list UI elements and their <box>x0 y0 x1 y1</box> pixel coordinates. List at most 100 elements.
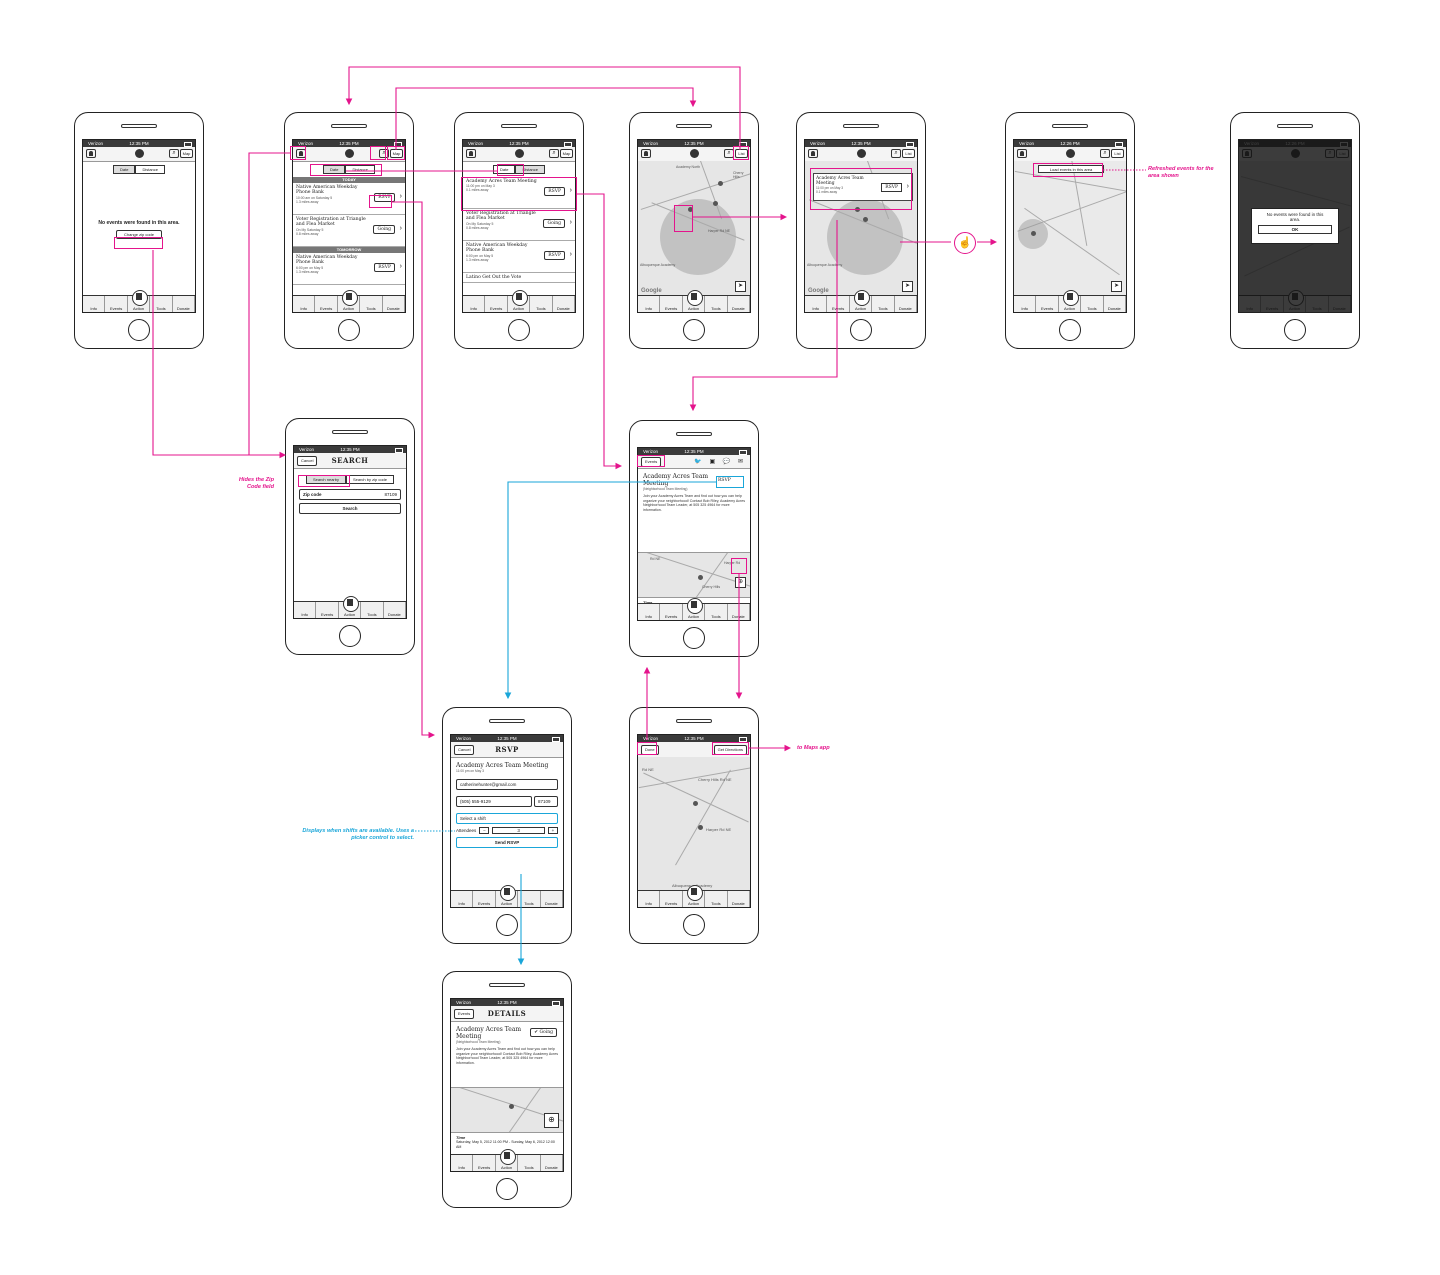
map-pin[interactable] <box>718 181 723 186</box>
tab-action[interactable]: Action <box>496 885 519 907</box>
tab-info[interactable]: Info <box>463 296 486 312</box>
map[interactable]: Albuquerque Academy Academy Acres Team M… <box>805 161 917 296</box>
going-button[interactable]: ✔ Going <box>530 1028 557 1037</box>
list-item[interactable]: Voter Registration at Triangle and Flea … <box>463 209 575 241</box>
tab-events[interactable]: Events <box>485 296 508 312</box>
map-pin[interactable] <box>698 575 703 580</box>
tab-tools[interactable]: Tools <box>705 296 728 312</box>
tab-tools[interactable]: Tools <box>518 1155 541 1171</box>
tab-action[interactable]: Action <box>338 290 361 312</box>
tab-action[interactable]: Action <box>1059 290 1082 312</box>
tab-action[interactable]: Action <box>850 290 873 312</box>
tab-donate[interactable]: Donate <box>728 891 750 907</box>
zip-field[interactable]: 87109 <box>534 796 558 807</box>
map-pin[interactable] <box>688 207 693 212</box>
search-icon[interactable]: ⌕ <box>379 149 389 158</box>
event-callout[interactable]: Academy Acres Team Meeting 11:00 pm on M… <box>813 173 913 201</box>
decrement-button[interactable]: − <box>479 827 490 834</box>
map-pin[interactable] <box>693 801 698 806</box>
rsvp-button[interactable]: RSVP <box>374 193 395 202</box>
tab-info[interactable]: Info <box>294 602 317 618</box>
search-nearby-tab[interactable]: Search nearby <box>305 475 346 484</box>
map[interactable]: Academy North Cherry Hills Harper Rd NE … <box>638 161 750 296</box>
tab-events[interactable]: Events <box>660 891 683 907</box>
tab-tools[interactable]: Tools <box>360 296 383 312</box>
tab-distance[interactable]: Distance <box>345 165 375 174</box>
ok-button[interactable]: OK <box>1258 225 1332 234</box>
tab-donate[interactable]: Donate <box>541 1155 563 1171</box>
going-button[interactable]: Going <box>373 225 395 234</box>
tab-donate[interactable]: Donate <box>553 296 575 312</box>
tab-tools[interactable]: Tools <box>518 891 541 907</box>
map-button[interactable]: Map <box>180 149 193 158</box>
tab-donate[interactable]: Donate <box>384 602 406 618</box>
map-button[interactable]: Map <box>560 149 573 158</box>
search-icon[interactable]: ⌕ <box>1100 149 1110 158</box>
list-button[interactable]: List <box>902 149 915 158</box>
map-pin[interactable] <box>509 1104 514 1109</box>
tab-tools[interactable]: Tools <box>1081 296 1104 312</box>
tab-donate[interactable]: Donate <box>728 604 750 620</box>
profile-icon[interactable] <box>1017 149 1027 158</box>
tab-info[interactable]: Info <box>805 296 828 312</box>
event-map[interactable]: ⊕ <box>451 1087 563 1133</box>
list-button[interactable]: List <box>735 149 748 158</box>
profile-icon[interactable] <box>808 149 818 158</box>
tab-events[interactable]: Events <box>660 604 683 620</box>
zoom-icon[interactable]: ⊕ <box>544 1113 559 1128</box>
tab-action[interactable]: Action <box>683 598 706 620</box>
phone-field[interactable]: (505) 555-9129 <box>456 796 532 807</box>
search-icon[interactable]: ⌕ <box>169 149 179 158</box>
zoom-icon[interactable]: ⊕ <box>735 577 746 588</box>
tab-events[interactable]: Events <box>1036 296 1059 312</box>
tab-action[interactable]: Action <box>339 596 362 618</box>
tab-info[interactable]: Info <box>293 296 316 312</box>
attendee-count[interactable]: 3 <box>492 827 545 834</box>
tab-events[interactable]: Events <box>316 602 339 618</box>
map-button[interactable]: Map <box>390 149 403 158</box>
profile-icon[interactable] <box>641 149 651 158</box>
back-button[interactable]: Events <box>454 1009 475 1019</box>
search-icon[interactable]: ⌕ <box>724 149 734 158</box>
tab-tools[interactable]: Tools <box>150 296 173 312</box>
send-rsvp-button[interactable]: Send RSVP <box>456 837 558 848</box>
tab-donate[interactable]: Donate <box>895 296 917 312</box>
tab-donate[interactable]: Donate <box>173 296 195 312</box>
tab-action[interactable]: Action <box>683 885 706 907</box>
search-icon[interactable]: ⌕ <box>891 149 901 158</box>
tab-date[interactable]: Date <box>322 165 346 174</box>
location-arrow-icon[interactable]: ➤ <box>735 281 746 292</box>
get-directions-button[interactable]: Get Directions <box>713 745 747 755</box>
tab-date[interactable]: Date <box>112 165 136 174</box>
rsvp-button[interactable]: RSVP <box>718 478 731 483</box>
email-field[interactable]: catherinehunter@gmail.com <box>456 779 558 790</box>
tab-action[interactable]: Action <box>683 290 706 312</box>
profile-icon[interactable] <box>86 149 96 158</box>
change-zip-button[interactable]: Change zip code <box>116 230 162 239</box>
tab-donate[interactable]: Donate <box>541 891 563 907</box>
tab-date[interactable]: Date <box>492 165 516 174</box>
location-arrow-icon[interactable]: ➤ <box>1111 281 1122 292</box>
tab-tools[interactable]: Tools <box>530 296 553 312</box>
profile-icon[interactable] <box>466 149 476 158</box>
tab-distance[interactable]: Distance <box>515 165 545 174</box>
tab-tools[interactable]: Tools <box>872 296 895 312</box>
rsvp-button[interactable]: RSVP <box>544 187 565 196</box>
map-pin[interactable] <box>713 201 718 206</box>
tab-events[interactable]: Events <box>660 296 683 312</box>
list-item[interactable]: Latino Get Out the Vote <box>463 273 575 283</box>
tab-distance[interactable]: Distance <box>135 165 165 174</box>
map-pin[interactable] <box>1031 231 1036 236</box>
tab-tools[interactable]: Tools <box>705 891 728 907</box>
rsvp-button[interactable]: RSVP <box>544 251 565 260</box>
cancel-button[interactable]: Cancel <box>297 456 318 466</box>
tab-info[interactable]: Info <box>638 604 661 620</box>
list-item[interactable]: Voter Registration at Triangle and Flea … <box>293 215 405 247</box>
search-button[interactable]: Search <box>299 503 401 514</box>
shift-picker[interactable]: Select a shift <box>456 813 558 824</box>
